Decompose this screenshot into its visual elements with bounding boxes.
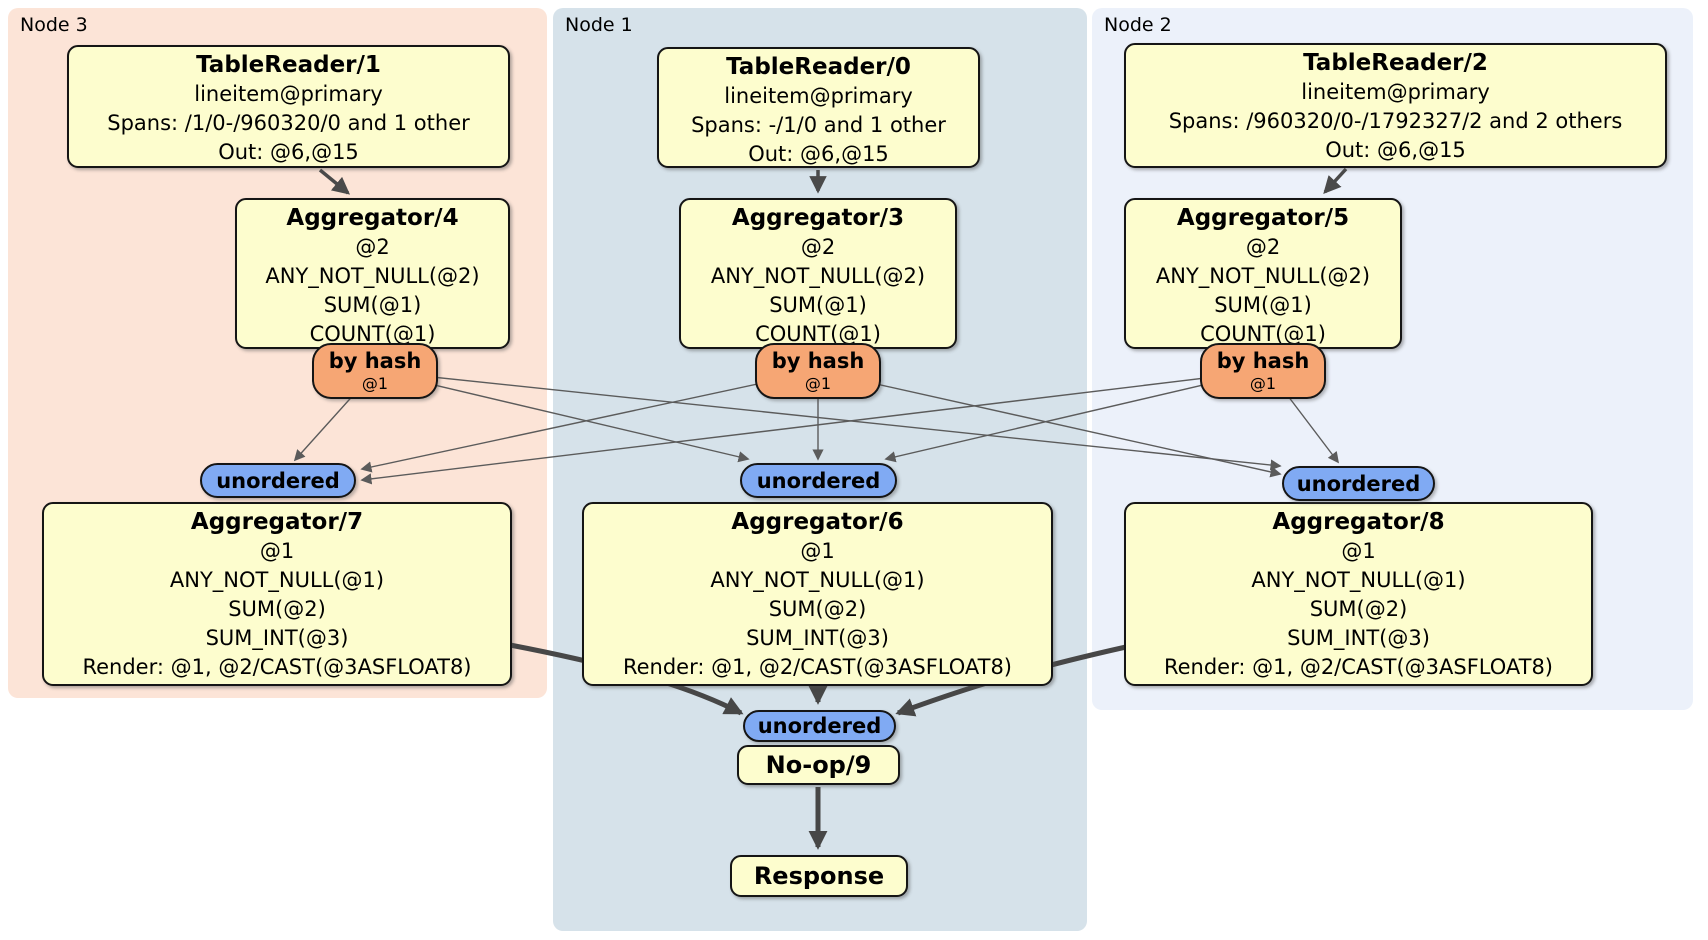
sync-unordered-node1: unordered (740, 463, 897, 498)
router-detail: @1 (804, 374, 832, 393)
processor-line: ANY_NOT_NULL(@2) (710, 264, 926, 288)
processor-line: Out: @6,@15 (218, 140, 359, 164)
processor-line: ANY_NOT_NULL(@1) (1251, 568, 1466, 592)
processor-line: SUM_INT(@3) (205, 626, 349, 650)
sync-unordered-node3: unordered (200, 463, 356, 498)
processor-title: Aggregator/6 (731, 509, 904, 535)
node-group-1-label: Node 1 (565, 14, 633, 36)
processor-line: lineitem@primary (1301, 80, 1490, 104)
processor-line: Out: @6,@15 (1325, 138, 1466, 162)
router-detail: @1 (1249, 374, 1277, 393)
processor-title: No-op/9 (765, 751, 872, 779)
processor-title: Response (753, 862, 885, 890)
sync-label: unordered (756, 468, 881, 493)
processor-aggregator-7: Aggregator/7 @1 ANY_NOT_NULL(@1) SUM(@2)… (42, 502, 512, 686)
response-node: Response (730, 855, 908, 897)
processor-line: COUNT(@1) (755, 322, 881, 346)
processor-line: Spans: -/1/0 and 1 other (691, 113, 946, 137)
node-group-2-label: Node 2 (1104, 14, 1172, 36)
sync-label: unordered (757, 714, 882, 738)
processor-line: @1 (800, 539, 835, 563)
processor-tablereader-2: TableReader/2 lineitem@primary Spans: /9… (1124, 43, 1667, 168)
processor-line: SUM(@2) (1309, 597, 1408, 621)
processor-line: @2 (355, 235, 390, 259)
router-detail: @1 (361, 374, 389, 393)
processor-line: SUM(@1) (323, 293, 422, 317)
processor-aggregator-8: Aggregator/8 @1 ANY_NOT_NULL(@1) SUM(@2)… (1124, 502, 1593, 686)
processor-line: Out: @6,@15 (748, 142, 889, 166)
sync-unordered-node2: unordered (1282, 466, 1435, 501)
sync-unordered-final: unordered (743, 710, 896, 742)
router-by-hash-node3: by hash @1 (312, 343, 438, 399)
processor-line: COUNT(@1) (1200, 322, 1326, 346)
node-group-3-label: Node 3 (20, 14, 88, 36)
processor-line: Spans: /960320/0-/1792327/2 and 2 others (1168, 109, 1623, 133)
processor-line: SUM(@1) (1214, 293, 1312, 317)
processor-line: Spans: /1/0-/960320/0 and 1 other (107, 111, 470, 135)
processor-tablereader-0: TableReader/0 lineitem@primary Spans: -/… (657, 47, 980, 168)
processor-line: SUM(@1) (769, 293, 867, 317)
sync-label: unordered (216, 468, 340, 493)
processor-aggregator-3: Aggregator/3 @2 ANY_NOT_NULL(@2) SUM(@1)… (679, 198, 957, 349)
processor-line: Render: @1, @2/CAST(@3ASFLOAT8) (82, 655, 472, 679)
router-by-hash-node1: by hash @1 (755, 343, 881, 399)
processor-title: TableReader/1 (196, 52, 381, 78)
processor-line: ANY_NOT_NULL(@1) (169, 568, 385, 592)
processor-aggregator-6: Aggregator/6 @1 ANY_NOT_NULL(@1) SUM(@2)… (582, 502, 1053, 686)
processor-aggregator-4: Aggregator/4 @2 ANY_NOT_NULL(@2) SUM(@1)… (235, 198, 510, 349)
processor-title: TableReader/0 (726, 54, 911, 80)
router-label: by hash (1216, 349, 1310, 373)
processor-title: Aggregator/8 (1272, 509, 1445, 535)
processor-title: Aggregator/7 (190, 509, 364, 535)
processor-line: Render: @1, @2/CAST(@3ASFLOAT8) (1163, 655, 1554, 679)
processor-line: SUM(@2) (768, 597, 867, 621)
router-label: by hash (328, 349, 422, 373)
processor-title: Aggregator/3 (731, 205, 905, 231)
processor-line: SUM_INT(@3) (746, 626, 889, 650)
router-by-hash-node2: by hash @1 (1200, 343, 1326, 399)
processor-noop-9: No-op/9 (737, 745, 900, 785)
processor-line: @1 (1341, 539, 1376, 563)
processor-title: Aggregator/4 (286, 205, 459, 231)
processor-line: ANY_NOT_NULL(@2) (1155, 264, 1371, 288)
processor-aggregator-5: Aggregator/5 @2 ANY_NOT_NULL(@2) SUM(@1)… (1124, 198, 1402, 349)
processor-line: COUNT(@1) (309, 322, 436, 346)
processor-line: SUM(@2) (228, 597, 326, 621)
processor-tablereader-1: TableReader/1 lineitem@primary Spans: /1… (67, 45, 510, 168)
processor-line: @2 (800, 235, 836, 259)
processor-line: SUM_INT(@3) (1287, 626, 1430, 650)
processor-line: lineitem@primary (194, 82, 383, 106)
processor-title: Aggregator/5 (1176, 205, 1350, 231)
processor-line: @2 (1245, 235, 1281, 259)
processor-line: lineitem@primary (724, 84, 913, 108)
processor-line: Render: @1, @2/CAST(@3ASFLOAT8) (622, 655, 1013, 679)
processor-title: TableReader/2 (1303, 50, 1488, 76)
processor-line: ANY_NOT_NULL(@1) (710, 568, 925, 592)
sync-label: unordered (1296, 471, 1421, 496)
processor-line: ANY_NOT_NULL(@2) (265, 264, 480, 288)
router-label: by hash (771, 349, 865, 373)
processor-line: @1 (259, 539, 295, 563)
